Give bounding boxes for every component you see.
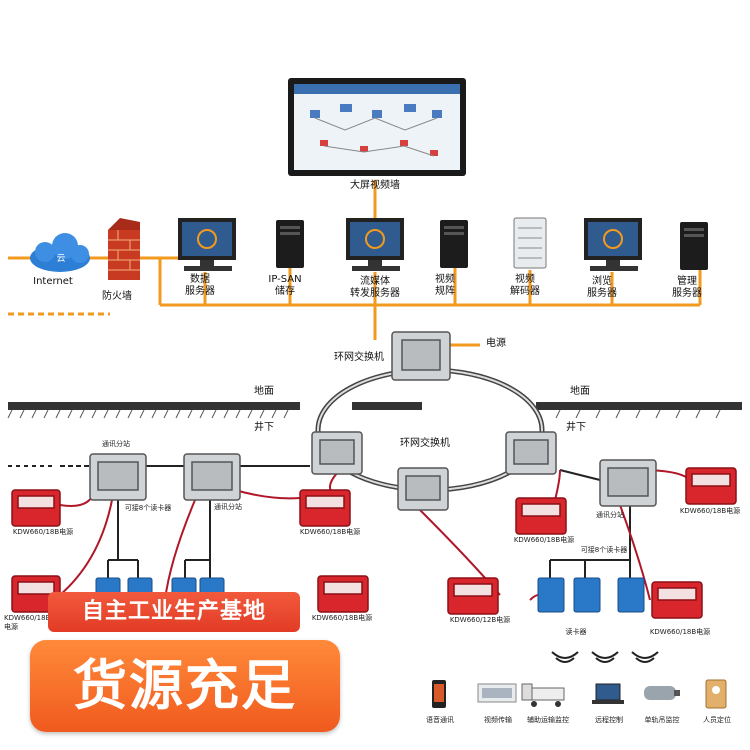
server-label-data: 数据 服务器 <box>185 274 215 297</box>
reader-note-right: 可接8个读卡器 <box>580 546 628 554</box>
server-label-management: 管理 服务器 <box>672 276 702 299</box>
psu-label-7: KDW660/18B电源 <box>679 507 741 515</box>
cloud-icon <box>30 233 90 272</box>
ground-surface <box>7 402 742 419</box>
phone-icon <box>432 680 446 708</box>
psu-label-1: KDW660/18B电源 <box>12 528 74 536</box>
promo-banner-top: 自主工业生产基地 <box>48 592 300 632</box>
network-bus-lines <box>8 180 702 347</box>
cloud-label: 云 <box>56 254 66 264</box>
data-server-monitor <box>178 218 236 271</box>
psu-box-5 <box>447 577 499 615</box>
psu-box-2 <box>299 489 351 527</box>
psu-box-8 <box>651 581 703 619</box>
comm-station-label-1: 通讯分站 <box>102 440 130 448</box>
laptop-icon <box>592 683 624 704</box>
ring-switch-center-label: 环网交换机 <box>400 438 450 449</box>
underground-label-left: 井下 <box>254 422 274 433</box>
app-label-video: 视频传输 <box>484 716 512 724</box>
card-reader-5 <box>537 577 565 613</box>
tag-icon <box>705 679 727 709</box>
card-reader-7 <box>617 577 645 613</box>
comm-station-box-3 <box>599 459 657 507</box>
ring-switch-bottom <box>397 467 449 511</box>
power-label: 电源 <box>486 338 506 349</box>
firewall-label: 防火墙 <box>102 291 132 302</box>
video-wall-label: 大屏视频墙 <box>350 180 400 191</box>
psu-label-8: KDW660/18B电源 <box>649 628 711 636</box>
card-reader-6 <box>573 577 601 613</box>
vehicle-icon <box>521 683 565 707</box>
app-label-remote: 远程控制 <box>595 716 623 724</box>
wireless-signal-icon <box>551 651 659 663</box>
internet-label: Internet <box>33 276 73 287</box>
server-label-decoder: 视频 解码器 <box>510 274 540 297</box>
ip-san-tower <box>276 220 304 268</box>
ring-switch-left <box>311 431 363 475</box>
video-wall-monitor <box>288 78 466 176</box>
ground-label-right: 地面 <box>570 386 590 397</box>
truck-icon <box>477 683 517 703</box>
camera-icon <box>644 686 680 700</box>
psu-box-4 <box>317 575 369 613</box>
psu-box-7 <box>685 467 737 505</box>
server-label-stream: 流媒体 转发服务器 <box>350 276 400 299</box>
app-label-voice: 语音通讯 <box>426 716 454 724</box>
ground-label-left: 地面 <box>254 386 274 397</box>
reader-note-left: 可接8个读卡器 <box>124 504 172 512</box>
reader-label: 读卡器 <box>565 628 587 636</box>
server-label-browse: 浏览 服务器 <box>587 276 617 299</box>
psu-label-4: KDW660/18B电源 <box>311 614 373 622</box>
browse-server-monitor <box>584 218 642 271</box>
ring-switch-top-label: 环网交换机 <box>334 352 384 363</box>
promo-banner-bottom: 货源充足 <box>30 640 340 732</box>
comm-station-box-1 <box>89 453 147 501</box>
psu-box-6 <box>515 497 567 535</box>
server-label-matrix: 视频 规阵 <box>435 274 455 297</box>
management-server-tower <box>680 222 708 270</box>
ring-switch-top <box>391 331 451 381</box>
psu-box-1 <box>11 489 61 527</box>
ring-switch-right <box>505 431 557 475</box>
app-label-monorail: 单轨吊监控 <box>644 716 680 724</box>
comm-station-box-2 <box>183 453 241 501</box>
firewall-icon <box>108 218 140 280</box>
comm-station-label-3: 通讯分站 <box>596 511 624 519</box>
app-label-transport: 辅助运输监控 <box>527 716 569 724</box>
comm-station-label-2: 通讯分站 <box>214 503 242 511</box>
video-decoder-rack <box>513 217 547 269</box>
underground-label-right: 井下 <box>566 422 586 433</box>
video-matrix-tower <box>440 220 468 268</box>
psu-label-2: KDW660/18B电源 <box>299 528 361 536</box>
psu-label-3: KDW660/18B电源 <box>4 614 51 631</box>
stream-server-monitor <box>346 218 404 271</box>
psu-label-5: KDW660/12B电源 <box>449 616 511 624</box>
server-label-ipsan: IP-SAN 储存 <box>268 274 302 297</box>
psu-label-6: KDW660/18B电源 <box>513 536 575 544</box>
app-label-personnel: 人员定位 <box>703 716 731 724</box>
